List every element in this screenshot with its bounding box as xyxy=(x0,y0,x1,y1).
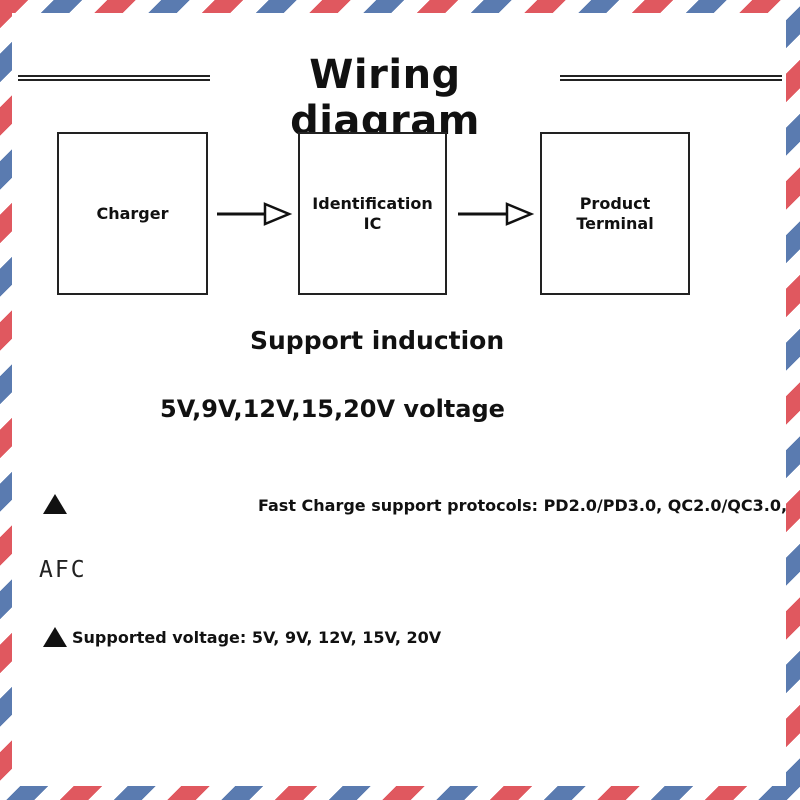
arrow-ic-to-terminal xyxy=(458,202,535,226)
node-product-terminal: Product Terminal xyxy=(540,132,690,295)
bullet-triangle-icon xyxy=(43,627,67,647)
voltage-heading: 5V,9V,12V,15,20V voltage xyxy=(160,395,505,423)
node-identification-ic-label: Identification IC xyxy=(312,193,433,233)
node-identification-ic: Identification IC xyxy=(298,132,447,295)
supported-voltage-text: Supported voltage: 5V, 9V, 12V, 15V, 20V xyxy=(72,628,442,647)
protocols-text-continued: AFC xyxy=(39,557,87,583)
title-rule-left xyxy=(18,75,210,81)
title-rule-right xyxy=(560,75,782,81)
node-product-terminal-label: Product Terminal xyxy=(576,193,654,233)
support-induction-heading: Support induction xyxy=(250,326,505,355)
arrow-charger-to-ic xyxy=(217,202,293,226)
bullet-triangle-icon xyxy=(43,494,67,514)
protocols-text: Fast Charge support protocols: PD2.0/PD3… xyxy=(258,496,788,515)
node-charger: Charger xyxy=(57,132,208,295)
node-charger-label: Charger xyxy=(96,203,169,223)
